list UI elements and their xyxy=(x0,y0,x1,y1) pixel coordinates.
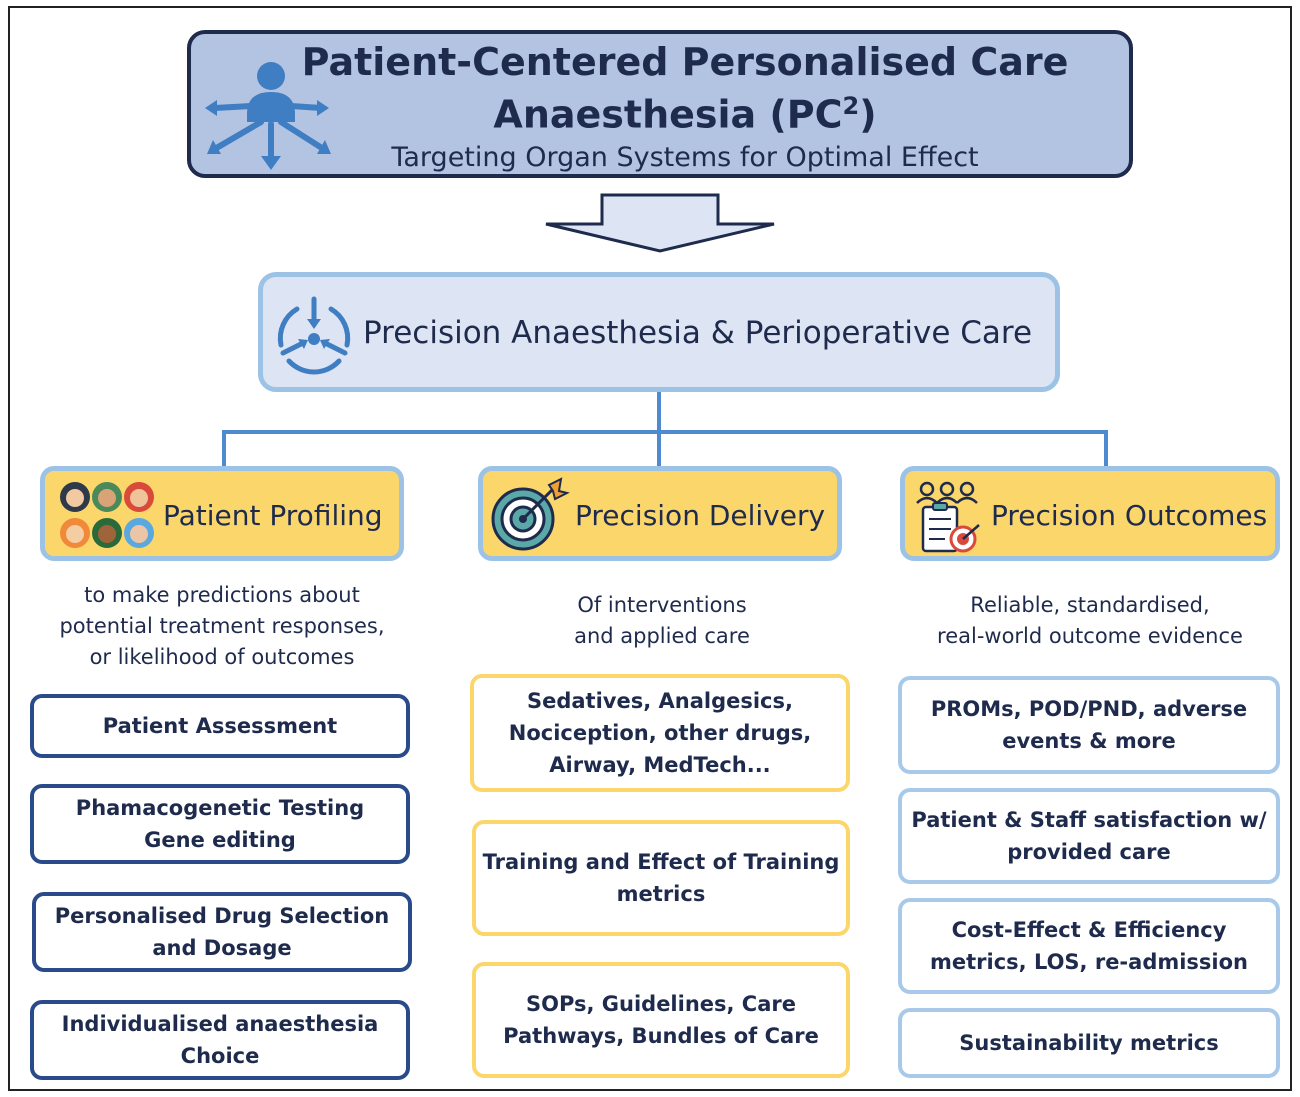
precision-care-box: Precision Anaesthesia & Perioperative Ca… xyxy=(258,272,1060,392)
header-title-line2-suffix: ) xyxy=(859,92,877,137)
outcomes-item: Cost-Effect & Efficiency metrics, LOS, r… xyxy=(898,898,1280,994)
profiling-item: Personalised Drug Selection and Dosage xyxy=(32,892,412,972)
connector-center xyxy=(657,430,661,468)
connector-left xyxy=(222,430,226,468)
description-line: real-world outcome evidence xyxy=(937,624,1243,648)
description-line: to make predictions about xyxy=(84,583,360,607)
down-arrow xyxy=(545,193,775,253)
category-precision-outcomes: Precision Outcomes xyxy=(900,466,1280,561)
header-box: Patient-Centered Personalised Care Anaes… xyxy=(187,30,1133,178)
description-line: Reliable, standardised, xyxy=(970,593,1210,617)
header-subtitle: Targeting Organ Systems for Optimal Effe… xyxy=(391,142,979,173)
delivery-item: SOPs, Guidelines, Care Pathways, Bundles… xyxy=(472,962,850,1078)
profiling-item: Phamacogenetic Testing Gene editing xyxy=(30,784,410,864)
delivery-item: Training and Effect of Training metrics xyxy=(472,820,850,936)
outcomes-item: Patient & Staff satisfaction w/ provided… xyxy=(898,788,1280,884)
connector-right xyxy=(1104,430,1108,468)
description-line: and applied care xyxy=(574,624,750,648)
description-precision-delivery: Of interventions and applied care xyxy=(470,590,854,652)
description-line: Of interventions xyxy=(577,593,747,617)
item-text: Patient & Staff satisfaction w/ provided… xyxy=(911,808,1267,864)
item-text: Individualised anaesthesia Choice xyxy=(61,1012,379,1068)
item-text: Personalised Drug Selection and Dosage xyxy=(54,904,390,960)
precision-care-title: Precision Anaesthesia & Perioperative Ca… xyxy=(363,315,1033,351)
description-line: potential treatment responses, xyxy=(59,614,385,638)
header-title-line1: Patient-Centered Personalised Care xyxy=(301,40,1069,84)
target-icon xyxy=(491,477,570,551)
outcomes-clipboard-icon xyxy=(916,481,980,553)
item-text: Training and Effect of Training metrics xyxy=(482,850,840,906)
header-title-line2-prefix: Anaesthesia (PC xyxy=(493,92,843,137)
header-title-line2: Anaesthesia (PC2) xyxy=(191,92,1129,137)
person-network-icon xyxy=(205,62,331,170)
category-title-precision-delivery: Precision Delivery xyxy=(575,499,826,532)
category-title-precision-outcomes: Precision Outcomes xyxy=(991,499,1268,532)
category-precision-delivery: Precision Delivery xyxy=(478,466,842,561)
item-text: Phamacogenetic Testing Gene editing xyxy=(75,796,365,852)
profiling-item: Individualised anaesthesia Choice xyxy=(30,1000,410,1080)
item-text: SOPs, Guidelines, Care Pathways, Bundles… xyxy=(503,992,819,1048)
item-text: Sedatives, Analgesics, Nociception, othe… xyxy=(508,689,812,777)
connector-horizontal xyxy=(222,430,1108,434)
category-title-patient-profiling: Patient Profiling xyxy=(163,499,383,532)
patient-faces-icon xyxy=(60,482,154,548)
category-patient-profiling: Patient Profiling xyxy=(40,466,404,561)
outcomes-item: PROMs, POD/PND, adverse events & more xyxy=(898,676,1280,774)
description-line: or likelihood of outcomes xyxy=(89,645,355,669)
outcomes-item: Sustainability metrics xyxy=(898,1008,1280,1078)
delivery-item: Sedatives, Analgesics, Nociception, othe… xyxy=(470,674,850,792)
description-patient-profiling: to make predictions about potential trea… xyxy=(30,580,414,673)
profiling-item: Patient Assessment xyxy=(30,694,410,758)
connector-vertical-main xyxy=(657,392,661,434)
convergence-cycle-icon xyxy=(277,296,351,375)
item-text: Sustainability metrics xyxy=(959,1031,1219,1055)
item-text: PROMs, POD/PND, adverse events & more xyxy=(930,697,1248,753)
item-text: Cost-Effect & Efficiency metrics, LOS, r… xyxy=(929,918,1249,974)
description-precision-outcomes: Reliable, standardised, real-world outco… xyxy=(890,590,1290,652)
item-text: Patient Assessment xyxy=(102,714,338,738)
header-title-superscript: 2 xyxy=(842,92,860,120)
